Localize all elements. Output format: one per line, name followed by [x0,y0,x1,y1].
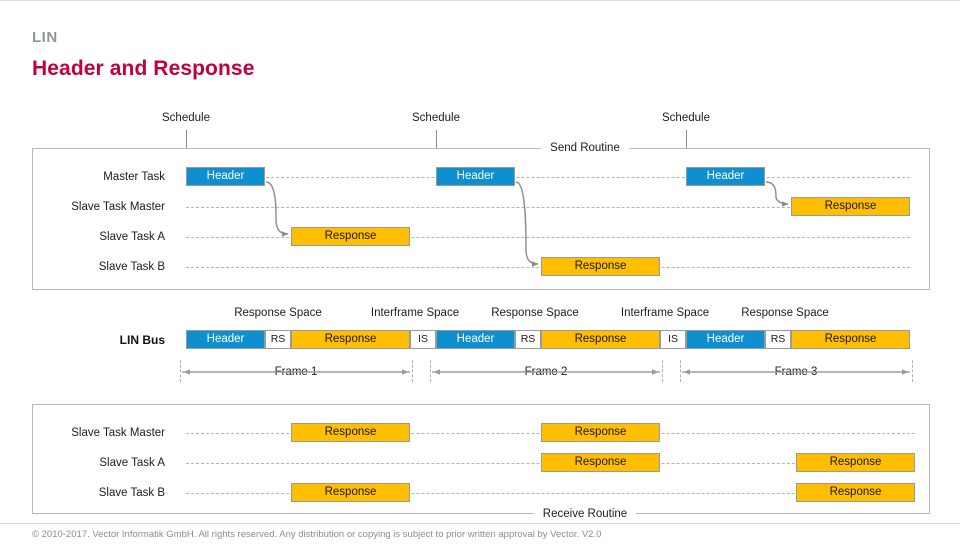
send-row-label-3: Slave Task B [98,261,165,273]
bus-space-label-0: Response Space [234,307,322,319]
schedule-line-2 [436,130,437,159]
bus-segment-response-6[interactable]: Response [541,330,660,349]
bus-space-label-2: Response Space [491,307,579,319]
frame-tick-2-1 [912,360,913,382]
schedule-label-1: Schedule [162,112,210,124]
lin-bus-label: LIN Bus [119,333,165,347]
send-block-header-1[interactable]: Header [436,167,515,186]
schedule-line-3 [686,130,687,159]
schedule-label-2: Schedule [412,112,460,124]
schedule-line-1 [186,130,187,159]
send-row-label-0: Master Task [103,171,165,183]
bus-space-label-4: Response Space [741,307,829,319]
bus-segment-response-10[interactable]: Response [791,330,910,349]
footer-copyright: © 2010-2017. Vector Informatik GmbH. All… [32,529,602,540]
bus-space-label-3: Interframe Space [620,307,710,319]
recv-block-response-5[interactable]: Response [796,483,915,502]
bus-segment-header-8[interactable]: Header [686,330,765,349]
frame-label-3: Frame 3 [768,366,824,378]
recv-row-label-0: Slave Task Master [71,427,165,439]
frame-tick-2-0 [680,360,681,382]
frame-label-1: Frame 1 [268,366,324,378]
send-block-response-5[interactable]: Response [541,257,660,276]
bus-segment-header-0[interactable]: Header [186,330,265,349]
frame-tick-0-0 [180,360,181,382]
recv-block-response-1[interactable]: Response [541,423,660,442]
bus-segment-response-2[interactable]: Response [291,330,410,349]
send-block-response-4[interactable]: Response [291,227,410,246]
receive-routine-caption: Receive Routine [533,508,637,520]
recv-row-label-2: Slave Task B [98,487,165,499]
receive-routine-panel [32,404,930,514]
recv-block-response-2[interactable]: Response [541,453,660,472]
page-title: Header and Response [32,57,255,80]
recv-row-label-1: Slave Task A [99,457,165,469]
recv-row-dashline-2 [186,493,915,494]
recv-block-response-0[interactable]: Response [291,423,410,442]
schedule-label-3: Schedule [662,112,710,124]
frame-tick-1-0 [430,360,431,382]
send-row-label-2: Slave Task A [99,231,165,243]
bus-segment-space-5[interactable]: RS [515,330,541,349]
send-block-response-3[interactable]: Response [791,197,910,216]
send-block-header-0[interactable]: Header [186,167,265,186]
frame-tick-1-1 [662,360,663,382]
bus-segment-space-1[interactable]: RS [265,330,291,349]
bus-segment-space-9[interactable]: RS [765,330,791,349]
send-row-label-1: Slave Task Master [71,201,165,213]
recv-block-response-4[interactable]: Response [291,483,410,502]
send-block-header-2[interactable]: Header [686,167,765,186]
send-row-dashline-0 [186,177,910,178]
bus-segment-header-4[interactable]: Header [436,330,515,349]
send-row-dashline-2 [186,237,910,238]
footer-rule [0,523,960,524]
page-kicker: LIN [32,29,58,46]
bus-segment-space-3[interactable]: IS [410,330,436,349]
send-row-dashline-1 [186,207,910,208]
frame-tick-0-1 [412,360,413,382]
bus-segment-space-7[interactable]: IS [660,330,686,349]
bus-space-label-1: Interframe Space [370,307,460,319]
frame-label-2: Frame 2 [518,366,574,378]
send-routine-caption: Send Routine [541,142,629,154]
recv-block-response-3[interactable]: Response [796,453,915,472]
page-top-rule [0,0,960,1]
